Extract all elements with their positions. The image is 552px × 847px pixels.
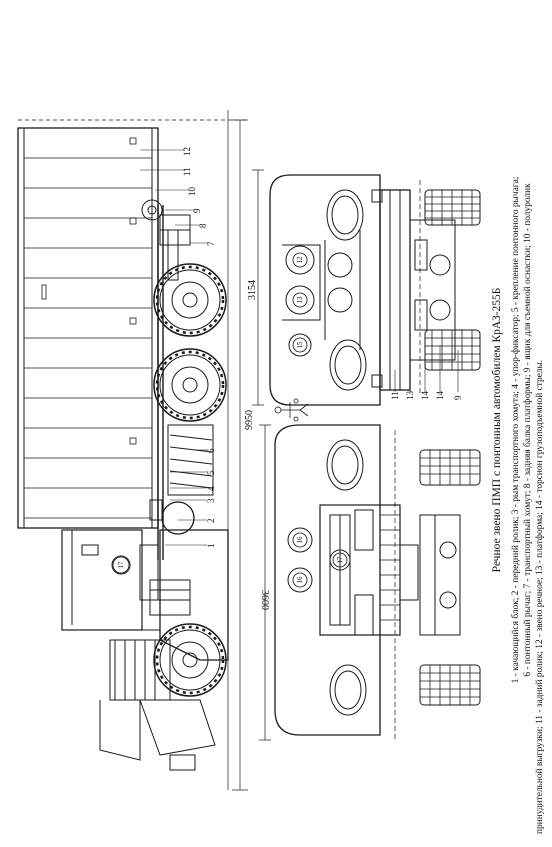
svg-text:17: 17 — [336, 556, 344, 564]
callout-12: 12 — [182, 147, 192, 156]
callout-rear-11: 11 — [390, 391, 400, 400]
badge-rear-12: 12 — [292, 252, 308, 268]
callout-5: 5 — [206, 470, 216, 475]
badge-rear-13: 13 — [292, 292, 308, 308]
legend-line-3: принудительной выгрузки; 11 - задний рол… — [534, 360, 545, 834]
callout-rear-9: 9 — [453, 395, 463, 400]
svg-text:13: 13 — [296, 296, 304, 304]
dimension-height: 3154 — [247, 280, 258, 300]
callout-leaders — [140, 149, 207, 546]
height-dimension — [252, 169, 264, 406]
front-wheel-left — [419, 449, 481, 486]
callout-4: 4 — [206, 486, 216, 491]
badge-side-17: 17 — [112, 556, 130, 574]
callout-rear-14a: 14 — [420, 391, 430, 401]
svg-text:15: 15 — [296, 341, 304, 349]
svg-text:12: 12 — [296, 256, 304, 264]
length-dimension — [18, 119, 248, 791]
callout-7: 7 — [206, 241, 216, 246]
svg-text:17: 17 — [117, 561, 125, 569]
callout-11: 11 — [182, 167, 192, 176]
callout-rear-14b: 14 — [435, 391, 445, 401]
callout-10: 10 — [187, 187, 197, 197]
front-roller — [161, 501, 195, 535]
badge-front-16a: 16 — [292, 532, 308, 548]
legend-line-1: 1 - качающийся блок; 2 - передний ролик;… — [510, 177, 521, 684]
truck-cab — [61, 529, 229, 771]
badge-rear-15: 15 — [292, 337, 308, 353]
svg-text:16: 16 — [296, 576, 304, 584]
svg-text:16: 16 — [296, 536, 304, 544]
rear-rollers — [141, 199, 191, 281]
rear-wheel-2 — [153, 348, 227, 422]
dimension-width: 3600 — [259, 590, 270, 610]
rear-wheel-pair-bottom — [424, 329, 481, 371]
dimension-length: 9950 — [244, 410, 255, 430]
callout-2: 2 — [206, 519, 216, 524]
spare-wheel — [167, 424, 214, 496]
rear-wheel-1 — [153, 263, 227, 337]
scale-figure — [274, 398, 309, 422]
callout-9: 9 — [192, 208, 202, 213]
rear-view — [269, 174, 481, 406]
badge-front-16b: 16 — [292, 572, 308, 588]
rear-wheel-pair-top — [424, 189, 481, 226]
callout-3: 3 — [206, 498, 216, 503]
side-view — [17, 110, 229, 790]
front-view — [274, 424, 481, 740]
callout-rear-13: 13 — [405, 391, 415, 401]
width-dimension — [259, 424, 271, 741]
callout-6: 6 — [206, 448, 216, 453]
front-wheel — [153, 623, 227, 697]
callout-1: 1 — [206, 544, 216, 549]
badge-front-17: 17 — [332, 552, 348, 568]
legend-line-2: 6 - понтонный рычаг; 7 - транспортный хо… — [522, 183, 533, 677]
pontoon-ribs — [24, 157, 152, 519]
callout-8: 8 — [198, 223, 208, 228]
page-title: Речное звено ПМП с понтонным автомобилем… — [491, 288, 503, 573]
front-wheel-right — [419, 664, 481, 706]
